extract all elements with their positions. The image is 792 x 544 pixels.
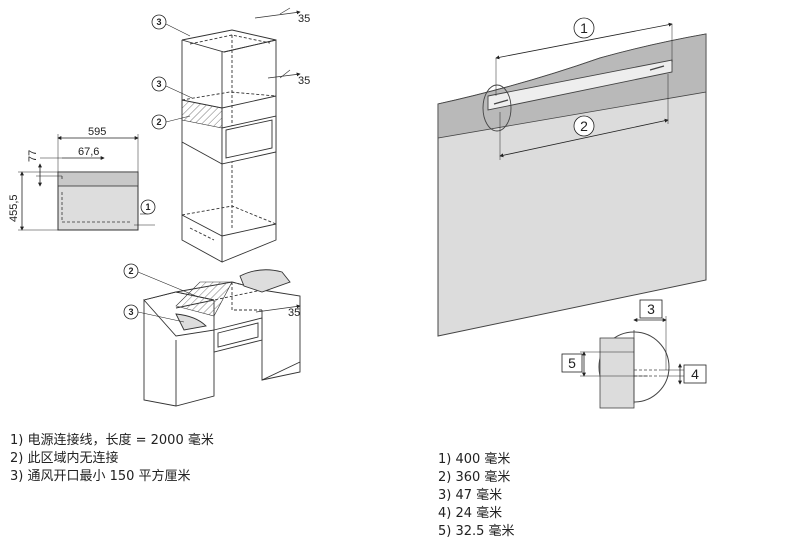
legend-right-item-5: 5) 32.5 毫米: [438, 524, 515, 539]
oven-front-handle-view: 1 2: [437, 17, 707, 337]
legend-left: 1) 电源连接线，长度 = 2000 毫米 2) 此区域内无连接 3) 通风开口…: [10, 432, 214, 486]
undercounter-cabinet-view: [143, 269, 301, 407]
legend-left-item-3: 3) 通风开口最小 150 平方厘米: [10, 469, 191, 484]
dim-gap-top-label: 35: [298, 13, 310, 25]
dim-top-label: 77: [27, 150, 39, 162]
callout-3-top-label: 3: [156, 17, 161, 27]
callout-1-label: 1: [145, 202, 150, 212]
right-callout-4-label: 4: [691, 366, 699, 382]
undercounter-callouts: 2 3: [123, 263, 197, 323]
right-callout-3-label: 3: [647, 301, 655, 317]
dim-height-label: 455,5: [8, 194, 20, 222]
legend-left-item-1: 1) 电源连接线，长度 = 2000 毫米: [10, 433, 214, 448]
dim-offset-label: 67,6: [78, 146, 99, 158]
handle-detail-circle: [482, 84, 512, 132]
oven-front-dimension-view: 595 67,6 77 455,5 1: [8, 126, 156, 231]
tall-cabinet-view: [181, 7, 301, 263]
right-callout-2-label: 2: [580, 118, 588, 134]
legend-left-item-2: 2) 此区域内无连接: [10, 451, 119, 466]
callout-2-bottom-label: 2: [128, 266, 133, 276]
legend-right-item-3: 3) 47 毫米: [438, 488, 503, 503]
right-callout-5-label: 5: [568, 355, 576, 371]
callout-3-mid-label: 3: [156, 79, 161, 89]
tall-cabinet-callouts: 3 3 2: [151, 14, 193, 130]
dim-gap-bottom-label: 35: [288, 307, 300, 319]
dim-gap-mid-label: 35: [298, 75, 310, 87]
legend-right-item-4: 4) 24 毫米: [438, 506, 503, 521]
callout-3-bottom-label: 3: [128, 307, 133, 317]
callout-2-mid-label: 2: [156, 117, 161, 127]
handle-mount-detail: 3 5 4: [561, 299, 707, 409]
callout-circle-1: [140, 199, 156, 215]
right-callout-1-label: 1: [580, 20, 588, 36]
legend-right-item-2: 2) 360 毫米: [438, 470, 511, 485]
dim-width-label: 595: [88, 126, 106, 138]
legend-right-item-1: 1) 400 毫米: [438, 452, 511, 467]
oven-handle: [487, 59, 673, 111]
legend-right: 1) 400 毫米 2) 360 毫米 3) 47 毫米 4) 24 毫米 5)…: [438, 451, 515, 541]
